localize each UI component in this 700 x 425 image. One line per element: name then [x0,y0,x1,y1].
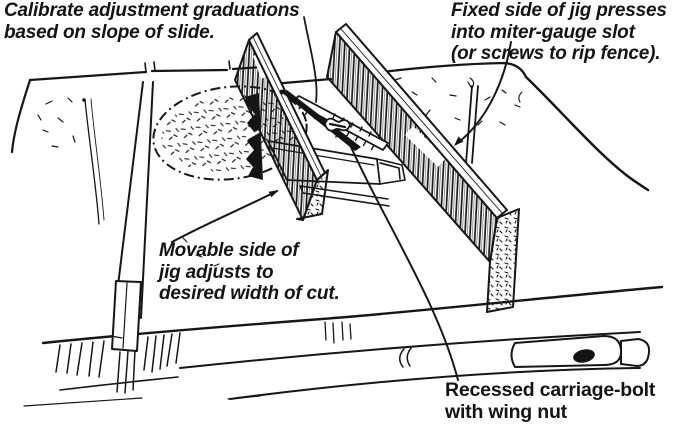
runner-bar [110,280,142,352]
pipe-end-cap [620,338,651,367]
arrowhead-movable-side [268,190,279,198]
label-calibrate-graduations: Calibrate adjustment graduations based o… [4,0,300,43]
fixed-side-board [326,23,520,313]
miter-gauge-slot-right [465,85,479,164]
wing-nut [324,117,351,138]
table-right-edge [524,75,650,192]
leader-calibrate [303,16,318,103]
table-back-edge [28,65,333,86]
fence-rail-pipe [23,331,651,407]
adjustment-mechanism [279,89,389,151]
label-fixed-side: Fixed side of jig presses into miter-gau… [451,0,667,64]
arrowhead-fixed-side [454,136,464,146]
leader-carriage-bolt [345,135,459,381]
movable-side-board [234,32,329,221]
leader-movable-side [171,190,278,243]
back-edge-notches [144,60,231,73]
fixed-board-end-grain [486,208,520,313]
label-carriage-bolt: Recessed carriage-bolt with wing nut [445,379,656,423]
base-cleat [376,158,406,185]
rail-hole [573,349,595,363]
table-right-back-edge [380,61,528,79]
pipe-sleeve [510,335,623,368]
movable-board-end-grain [296,169,329,221]
ground-sketch-lines [23,395,261,407]
fixed-board-highlight [405,126,446,167]
table-texture-left [37,97,220,267]
front-edge-hatching [55,332,181,394]
pipe-joint [399,347,412,368]
table-left-edge [10,78,32,154]
leader-fixed-side [458,41,512,143]
table-top [10,60,650,319]
leader-lines [171,16,512,381]
pointer-arm [281,90,361,151]
label-movable-side: Movable side of jig adjusts to desired w… [159,240,340,304]
miter-gauge-slot-left [113,81,154,319]
